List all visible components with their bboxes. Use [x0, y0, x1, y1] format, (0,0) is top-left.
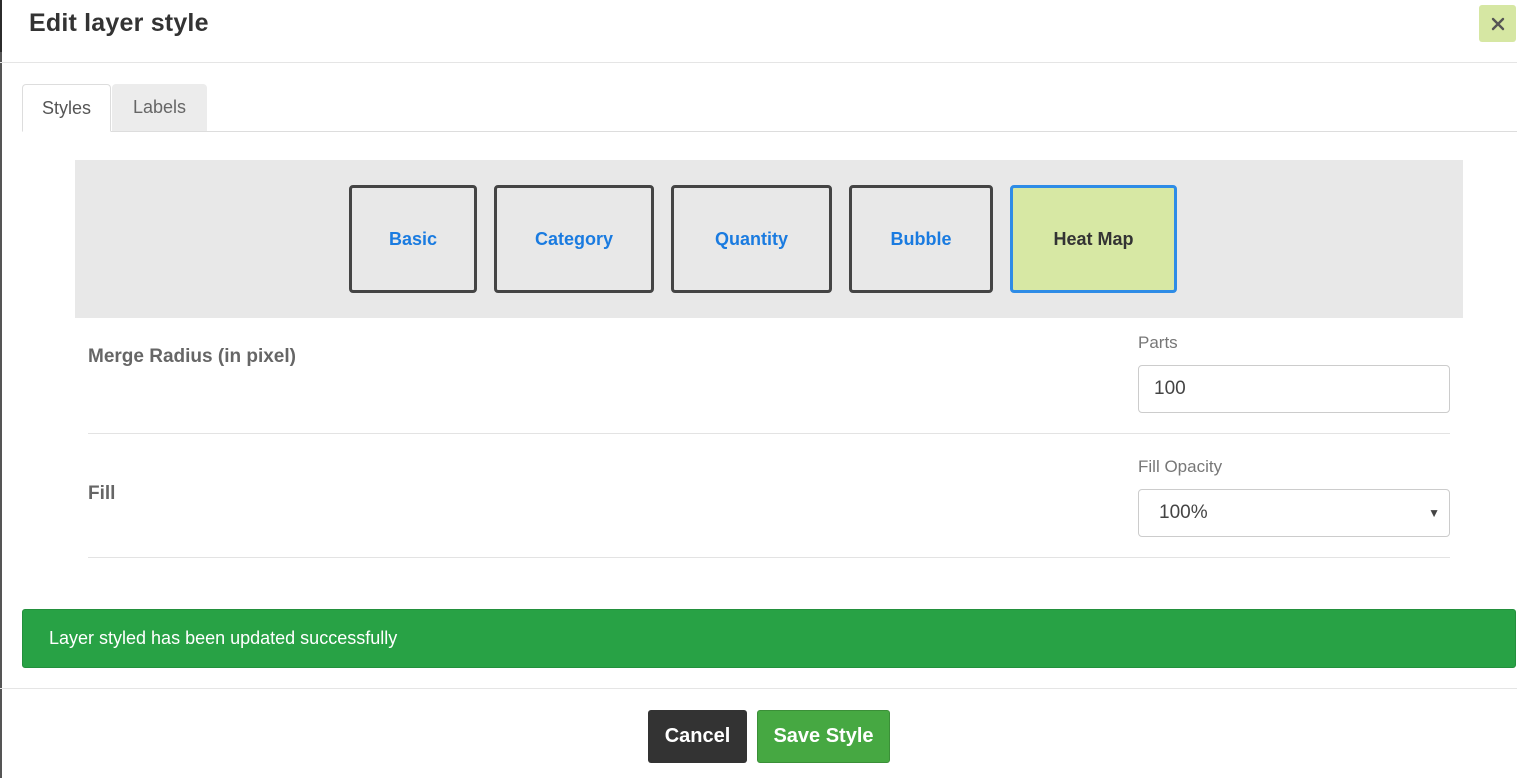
cancel-button[interactable]: Cancel — [648, 710, 747, 763]
merge-radius-row: Merge Radius (in pixel) Parts — [88, 318, 1450, 434]
fill-opacity-select[interactable]: 100% ▼ — [1138, 489, 1450, 537]
close-icon — [1491, 17, 1504, 30]
dialog-header: Edit layer style — [0, 0, 1517, 63]
close-button[interactable] — [1479, 5, 1516, 42]
fill-row: Fill Fill Opacity 100% ▼ — [88, 434, 1450, 558]
dialog-footer: Cancel Save Style — [0, 688, 1517, 778]
style-heat-map-button[interactable]: Heat Map — [1010, 185, 1177, 293]
fill-opacity-value: 100% — [1159, 502, 1208, 523]
tab-labels[interactable]: Labels — [112, 84, 207, 131]
left-edge-border — [0, 0, 2, 778]
caret-down-icon: ▼ — [1428, 506, 1440, 520]
save-style-button[interactable]: Save Style — [757, 710, 890, 763]
fill-label: Fill — [88, 483, 116, 504]
parts-input[interactable] — [1138, 365, 1450, 413]
style-basic-button[interactable]: Basic — [349, 185, 477, 293]
style-category-button[interactable]: Category — [494, 185, 654, 293]
style-type-selector: Basic Category Quantity Bubble Heat Map — [75, 160, 1463, 318]
fill-opacity-label: Fill Opacity — [1138, 457, 1223, 476]
success-message: Layer styled has been updated successful… — [49, 628, 398, 648]
parts-label: Parts — [1138, 333, 1178, 352]
tab-bar: Styles Labels — [22, 84, 1517, 132]
tab-styles[interactable]: Styles — [22, 84, 111, 132]
success-alert: Layer styled has been updated successful… — [22, 609, 1516, 668]
merge-radius-label: Merge Radius (in pixel) — [88, 346, 296, 367]
style-quantity-button[interactable]: Quantity — [671, 185, 832, 293]
left-edge-accent — [0, 0, 2, 52]
style-bubble-button[interactable]: Bubble — [849, 185, 993, 293]
dialog-title: Edit layer style — [29, 9, 209, 37]
